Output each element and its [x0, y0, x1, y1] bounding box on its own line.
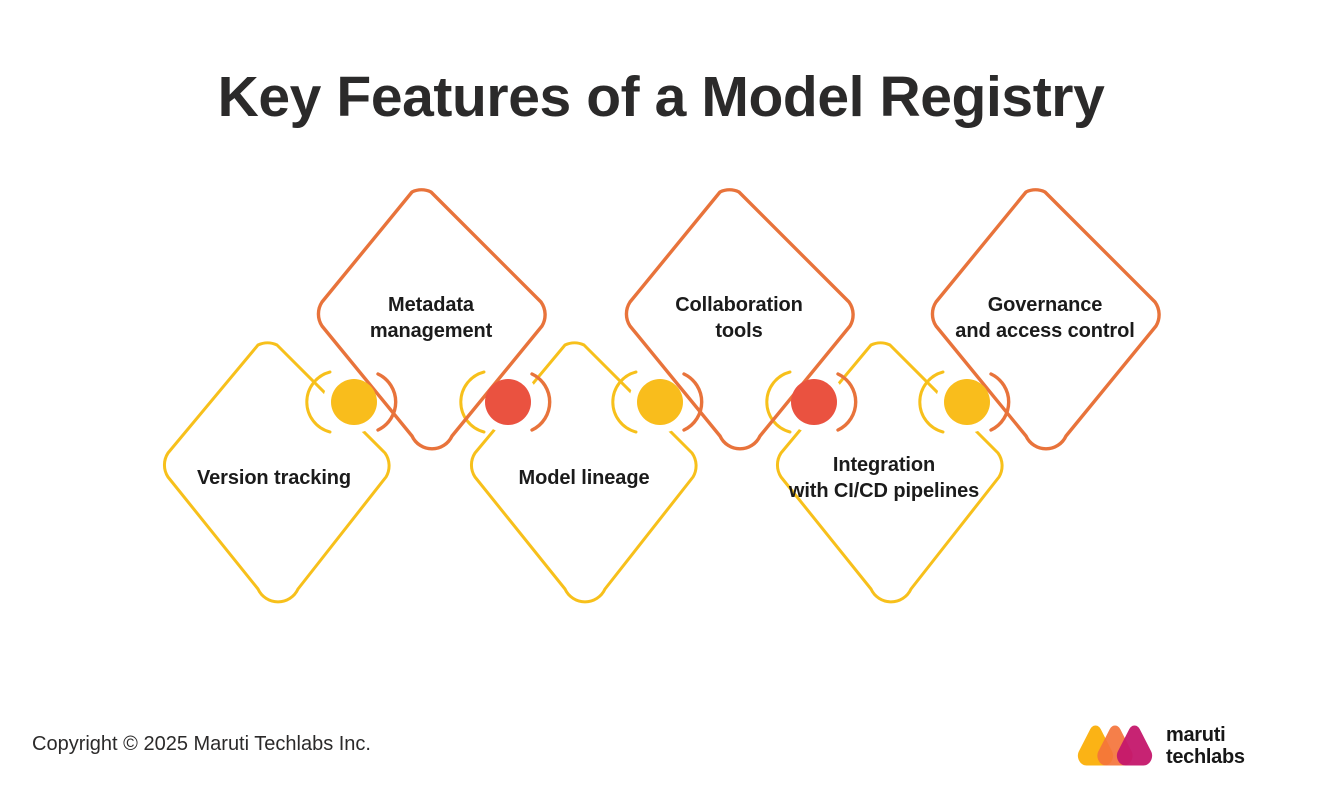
arc-orange-1	[376, 372, 398, 432]
arc-orange-4	[836, 372, 858, 432]
logo-wordmark: maruti techlabs	[1166, 724, 1245, 768]
logo-wordmark-line1: maruti	[1166, 724, 1226, 746]
connector-halos	[323, 371, 998, 433]
arc-orange-3	[682, 372, 704, 432]
arc-yellow-5	[918, 370, 945, 434]
node-label-metadata-management: Metadata management	[369, 294, 493, 342]
copyright-text: Copyright © 2025 Maruti Techlabs Inc.	[32, 733, 371, 755]
page-title: Key Features of a Model Registry	[217, 65, 1105, 129]
connector-circle-1	[331, 379, 377, 425]
arc-yellow-3	[611, 370, 638, 434]
logo-wordmark-line2: techlabs	[1166, 746, 1245, 768]
maruti-techlabs-logo: maruti techlabs	[1076, 719, 1272, 773]
connector-circle-5	[944, 379, 990, 425]
arc-orange-2	[530, 372, 552, 432]
arc-orange-5	[989, 372, 1011, 432]
node-label-model-lineage: Model lineage	[518, 467, 650, 489]
arc-yellow-2	[459, 370, 486, 434]
node-label-integration-with-cicd-pipelines: Integration with CI/CD pipelines	[788, 454, 980, 502]
node-label-collaboration-tools: Collaboration tools	[675, 294, 803, 342]
logo-mark-icon	[1077, 725, 1153, 766]
connector-circle-3	[637, 379, 683, 425]
node-label-version-tracking: Version tracking	[196, 467, 352, 489]
connector-circle-2	[485, 379, 531, 425]
node-label-governance-and-access-control: Governance and access control	[955, 294, 1135, 342]
arc-yellow-4	[765, 370, 792, 434]
connector-circle-4	[791, 379, 837, 425]
arc-yellow-1	[305, 370, 332, 434]
